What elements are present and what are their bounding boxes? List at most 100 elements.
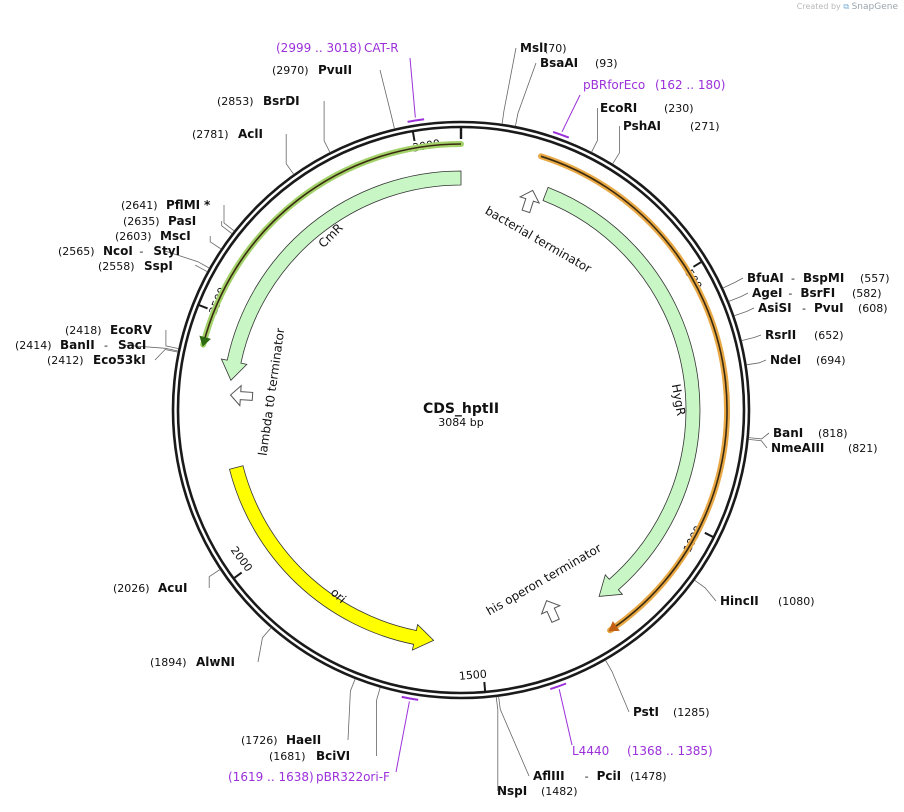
enzyme-name: HaeII bbox=[286, 733, 321, 747]
plasmid-name: CDS_hptII bbox=[423, 401, 499, 417]
enzyme-site[interactable]: (1681)BciVI bbox=[269, 749, 350, 763]
enzyme-name: PflMI bbox=[166, 198, 200, 212]
tick-mark bbox=[197, 303, 208, 310]
enzyme-site[interactable]: (2418) EcoRV bbox=[65, 323, 153, 337]
enzyme-name: EcoRV bbox=[110, 323, 153, 337]
terminator-arrow-icon bbox=[229, 384, 254, 407]
enzyme-name: SspI bbox=[144, 259, 173, 273]
enzyme-position: (1285) bbox=[673, 706, 710, 719]
primer-bar bbox=[549, 682, 567, 691]
outer-arc-arrow bbox=[608, 621, 620, 632]
snapgene-logo-icon: ⧉ bbox=[843, 2, 850, 11]
enzyme-position: (230) bbox=[664, 102, 694, 115]
enzyme-leader bbox=[223, 205, 235, 232]
enzyme-name: BsrDI bbox=[263, 94, 300, 108]
enzyme-site[interactable]: (1726)HaeII bbox=[241, 733, 321, 747]
enzyme-position: (2853) bbox=[217, 95, 254, 108]
primer-range: (1368 .. 1385) bbox=[627, 744, 713, 758]
enzyme-site[interactable]: HincII(1080) bbox=[720, 594, 815, 608]
enzyme-site[interactable]: (1894)AlwNI bbox=[150, 655, 235, 669]
enzyme-position: (93) bbox=[595, 57, 618, 70]
enzyme-name: NdeI bbox=[770, 353, 801, 367]
tick-mark bbox=[411, 130, 416, 142]
enzyme-site[interactable]: RsrII(652) bbox=[765, 328, 844, 342]
enzyme-site[interactable]: AflIII-PciI(1478) bbox=[533, 769, 667, 783]
enzyme-position: (2565) bbox=[58, 245, 95, 258]
enzyme-name: AflIII bbox=[533, 769, 565, 783]
enzyme-site[interactable]: (2641)PflMI * bbox=[121, 198, 211, 212]
enzyme-site[interactable]: MslI(70) bbox=[520, 41, 567, 55]
enzyme-site[interactable]: (2414)BanII-SacI bbox=[15, 338, 146, 352]
primer-site[interactable]: (1619 .. 1638)pBR322ori-F bbox=[228, 695, 419, 784]
enzyme-site[interactable]: (2026) AcuI bbox=[113, 581, 187, 595]
enzyme-leader bbox=[347, 678, 356, 741]
enzyme-name: BsaAI bbox=[540, 56, 578, 70]
enzyme-site[interactable]: (2412)Eco53kI bbox=[47, 353, 146, 367]
enzyme-position: (557) bbox=[860, 272, 890, 285]
enzyme-site[interactable]: PshAI(271) bbox=[623, 119, 720, 133]
tick-mark bbox=[704, 531, 715, 539]
enzyme-site[interactable]: NdeI(694) bbox=[770, 353, 846, 367]
enzyme-position: (271) bbox=[690, 120, 720, 133]
enzyme-site[interactable]: BfuAI-BspMI(557) bbox=[747, 271, 890, 285]
enzyme-site[interactable]: (2603) MscI bbox=[115, 229, 191, 243]
enzyme-separator: - bbox=[139, 245, 143, 258]
enzyme-name: Eco53kI bbox=[93, 353, 146, 367]
enzyme-leader bbox=[591, 108, 598, 153]
tick-mark bbox=[483, 681, 487, 693]
enzyme-site[interactable]: AsiSI-PvuI(608) bbox=[758, 301, 888, 315]
feature-cmr[interactable] bbox=[220, 170, 462, 381]
enzyme-leader bbox=[734, 307, 755, 317]
enzyme-site[interactable]: BsaAI (93) bbox=[540, 56, 618, 70]
primer-bar bbox=[552, 130, 570, 139]
primer-range: (162 .. 180) bbox=[655, 78, 725, 92]
enzyme-site[interactable]: (2565)NcoI-StyI bbox=[58, 244, 180, 258]
label-leaders bbox=[121, 47, 770, 791]
enzyme-site[interactable]: NspI(1482) bbox=[497, 784, 578, 798]
enzyme-leader bbox=[741, 334, 762, 341]
enzyme-separator: - bbox=[791, 272, 795, 285]
enzyme-position: (2026) bbox=[113, 582, 150, 595]
plasmid-length: 3084 bp bbox=[438, 416, 483, 429]
enzyme-position: (2418) bbox=[65, 324, 102, 337]
enzyme-site[interactable]: EcoRI(230) bbox=[600, 101, 694, 115]
primer-site[interactable]: (1368 .. 1385)L4440 bbox=[549, 682, 713, 759]
enzyme-name: MscI bbox=[160, 229, 191, 243]
enzyme-site[interactable]: (2781)AclI bbox=[192, 127, 263, 141]
enzyme-site[interactable]: BanI(818) bbox=[773, 426, 848, 440]
primer-site[interactable]: (162 .. 180)pBRforEco bbox=[552, 78, 725, 139]
enzyme-position: (2635) bbox=[123, 215, 160, 228]
enzyme-site[interactable]: (2558)SspI bbox=[98, 259, 173, 273]
enzyme-leader bbox=[208, 569, 221, 588]
enzyme-leader bbox=[748, 439, 768, 449]
feature-hygr[interactable] bbox=[542, 186, 701, 597]
primer-site[interactable]: (2999 .. 3018)CAT-R bbox=[276, 41, 425, 123]
enzyme-site[interactable]: AgeI-BsrFI(582) bbox=[752, 286, 882, 300]
enzyme-position: (818) bbox=[818, 427, 848, 440]
enzyme-leader bbox=[694, 579, 717, 602]
primer-leader bbox=[558, 689, 573, 746]
enzyme-name: PstI bbox=[633, 705, 659, 719]
feature-label-hygr: HygR bbox=[669, 383, 688, 417]
enzyme-leader bbox=[164, 250, 210, 269]
enzyme-site[interactable]: (2635)PasI bbox=[123, 214, 196, 228]
enzyme-leader bbox=[209, 236, 222, 250]
enzyme-site[interactable]: NmeAIII(821) bbox=[771, 441, 878, 455]
enzyme-position: (70) bbox=[544, 42, 567, 55]
enzyme-leader bbox=[746, 359, 767, 366]
feature-label-lambda-t0-terminator: lambda t0 terminator bbox=[256, 327, 288, 456]
enzyme-leader bbox=[323, 101, 331, 153]
primer-bar bbox=[407, 118, 425, 123]
enzyme-site[interactable]: PstI (1285) bbox=[633, 705, 710, 719]
enzyme-position: (821) bbox=[848, 442, 878, 455]
tick-label: 1500 bbox=[458, 668, 487, 683]
enzyme-site[interactable]: (2970)PvuII bbox=[272, 63, 352, 77]
enzyme-name-2: PvuI bbox=[814, 301, 844, 315]
enzyme-leader bbox=[612, 126, 620, 165]
enzyme-position: (608) bbox=[858, 302, 888, 315]
enzyme-site[interactable]: (2853) BsrDI bbox=[217, 94, 300, 108]
enzyme-position: (2603) bbox=[115, 230, 152, 243]
enzyme-position: (652) bbox=[814, 329, 844, 342]
feature-ori[interactable] bbox=[229, 465, 435, 651]
enzyme-name: AcuI bbox=[158, 581, 187, 595]
